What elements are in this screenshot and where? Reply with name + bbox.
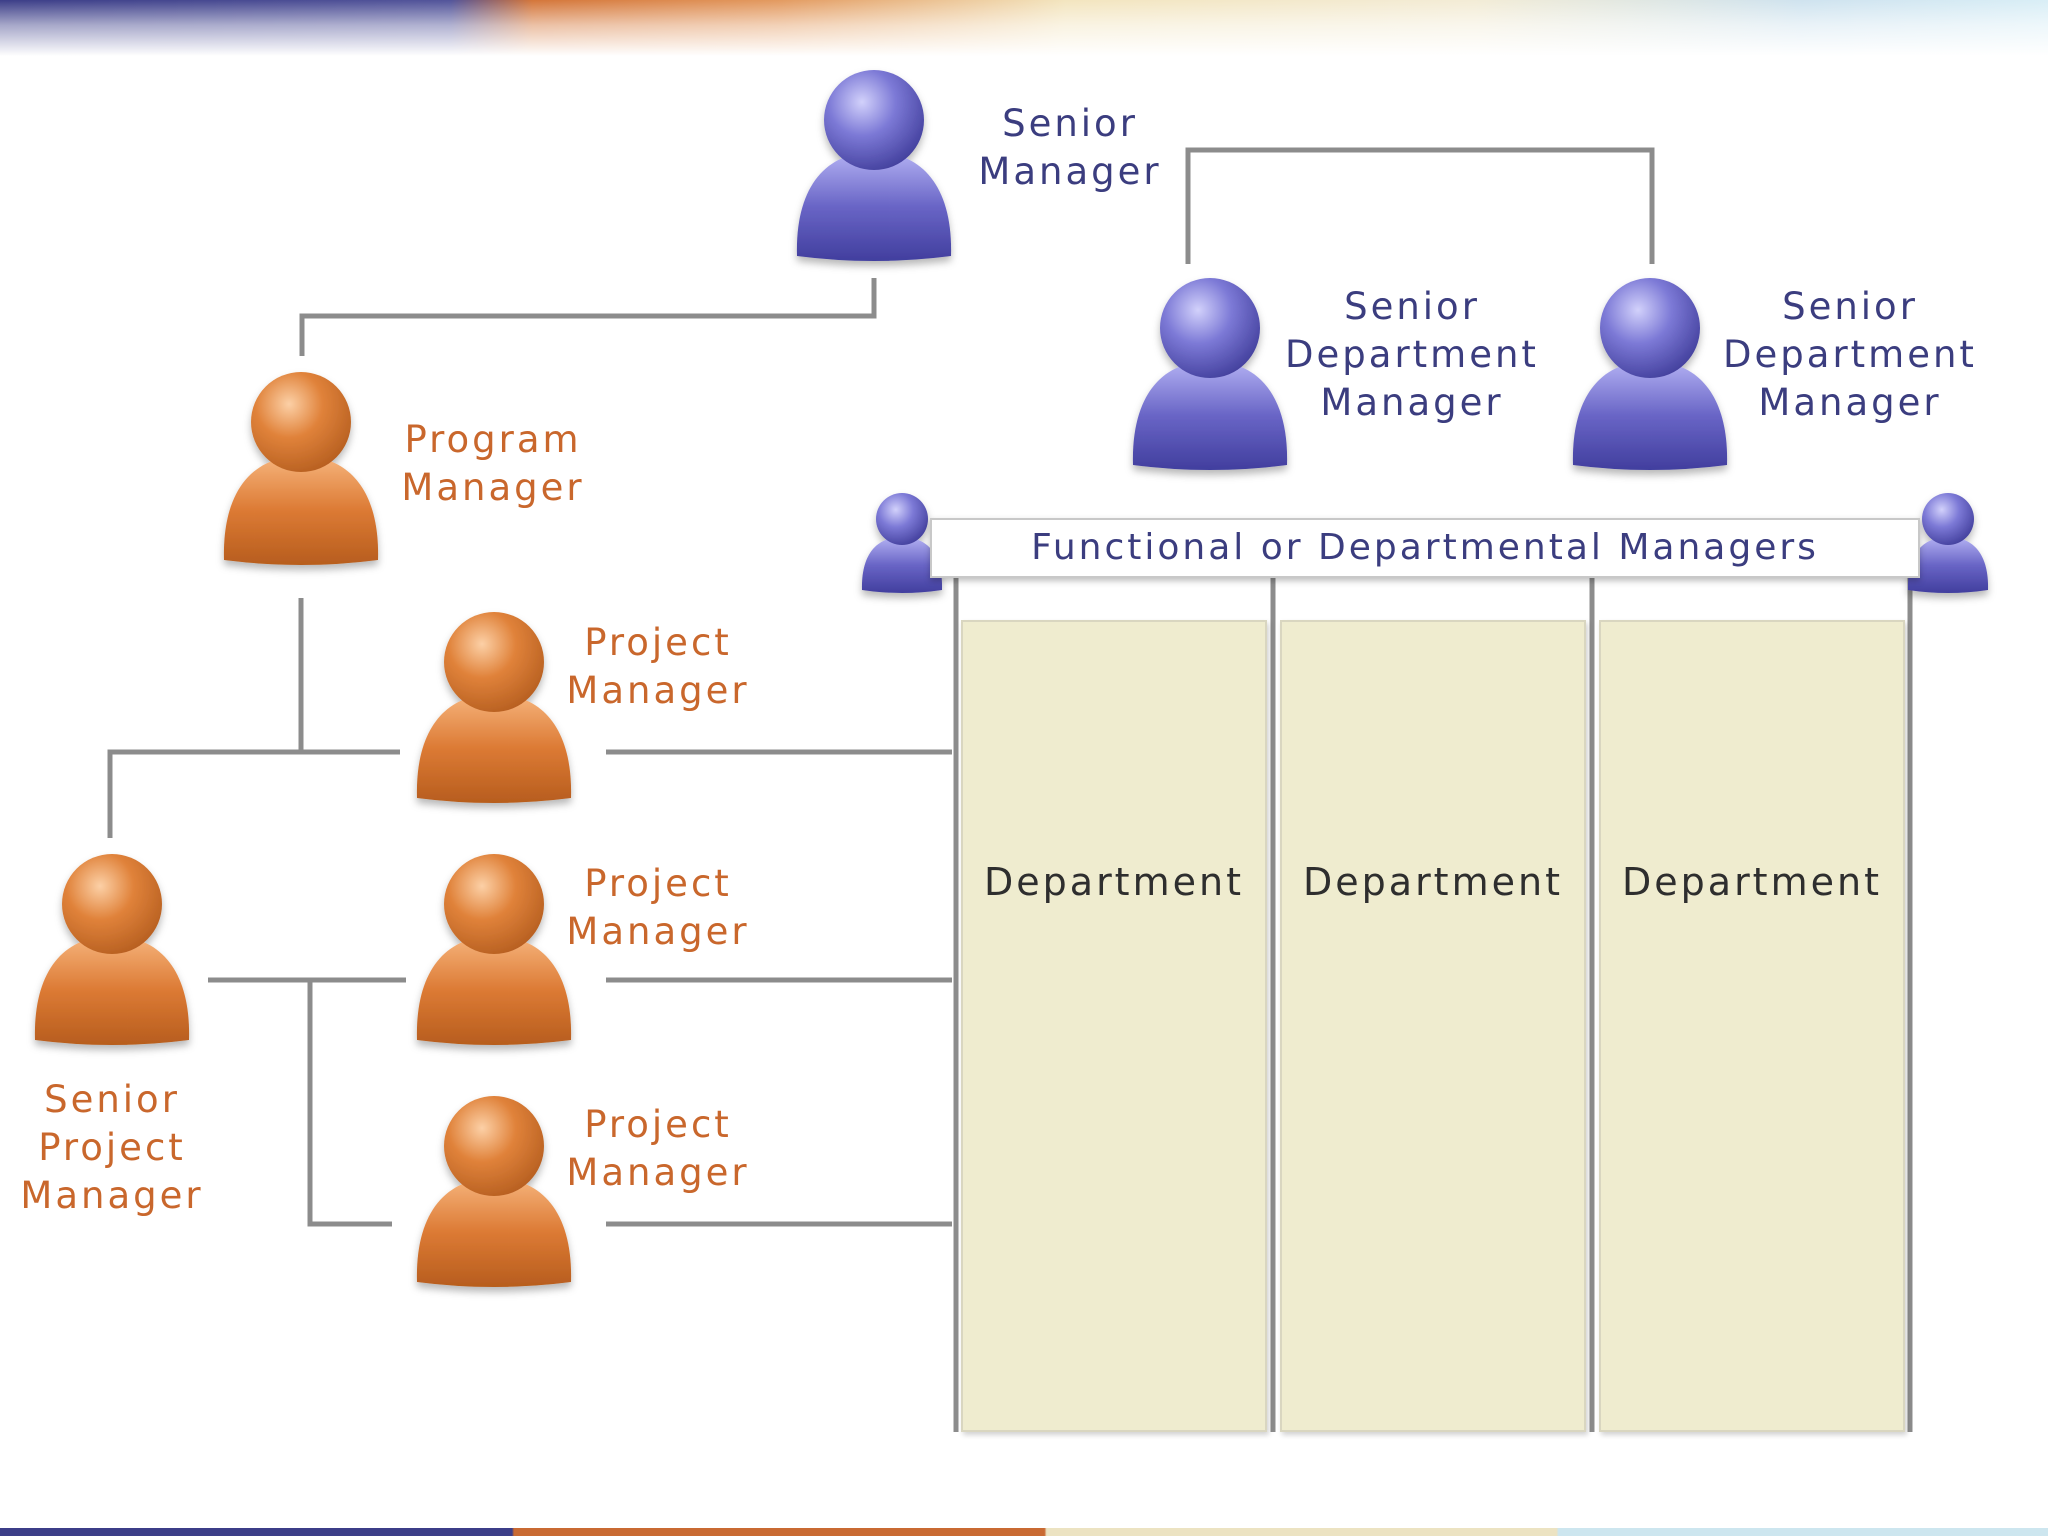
person-icon-project-manager-3 bbox=[416, 1096, 572, 1287]
label-senior-project-manager: Senior Project Manager bbox=[20, 1078, 204, 1217]
person-icon-project-manager-2 bbox=[416, 854, 572, 1045]
person-icon-functional-right bbox=[1907, 493, 1989, 593]
department-column-3: Department bbox=[1599, 620, 1905, 1432]
label-project-manager-3: Project Manager bbox=[566, 1103, 750, 1194]
person-icon-senior-dept-manager-2 bbox=[1572, 278, 1728, 470]
person-icon-functional-left bbox=[861, 493, 943, 593]
person-icon-senior-project-manager bbox=[34, 854, 190, 1045]
department-label: Department bbox=[1622, 860, 1882, 904]
label-project-manager-1: Project Manager bbox=[566, 621, 750, 712]
connector-senior-to-program bbox=[299, 278, 877, 356]
person-icon-project-manager-1 bbox=[416, 612, 572, 803]
department-column-1: Department bbox=[961, 620, 1267, 1432]
department-label: Department bbox=[1303, 860, 1563, 904]
connector-to-senior-project bbox=[107, 749, 400, 838]
person-icon-senior-dept-manager-1 bbox=[1132, 278, 1288, 470]
label-senior-manager: Senior Manager bbox=[978, 102, 1162, 193]
label-senior-dept-manager-1: Senior Department Manager bbox=[1285, 285, 1539, 424]
bottom-color-strip bbox=[0, 1528, 2048, 1536]
connector-to-pm3 bbox=[307, 980, 392, 1227]
label-program-manager: Program Manager bbox=[401, 418, 585, 509]
label-senior-dept-manager-2: Senior Department Manager bbox=[1723, 285, 1977, 424]
top-gradient-banner bbox=[0, 0, 2048, 56]
label-project-manager-2: Project Manager bbox=[566, 862, 750, 953]
connector-lines bbox=[107, 147, 1913, 1432]
person-icon-program-manager bbox=[223, 372, 379, 565]
department-column-2: Department bbox=[1280, 620, 1586, 1432]
department-label: Department bbox=[984, 860, 1244, 904]
person-icon-senior-manager bbox=[796, 70, 952, 261]
functional-managers-bar: Functional or Departmental Managers bbox=[930, 518, 1920, 578]
connector-senior-to-dept-managers bbox=[1185, 147, 1655, 264]
